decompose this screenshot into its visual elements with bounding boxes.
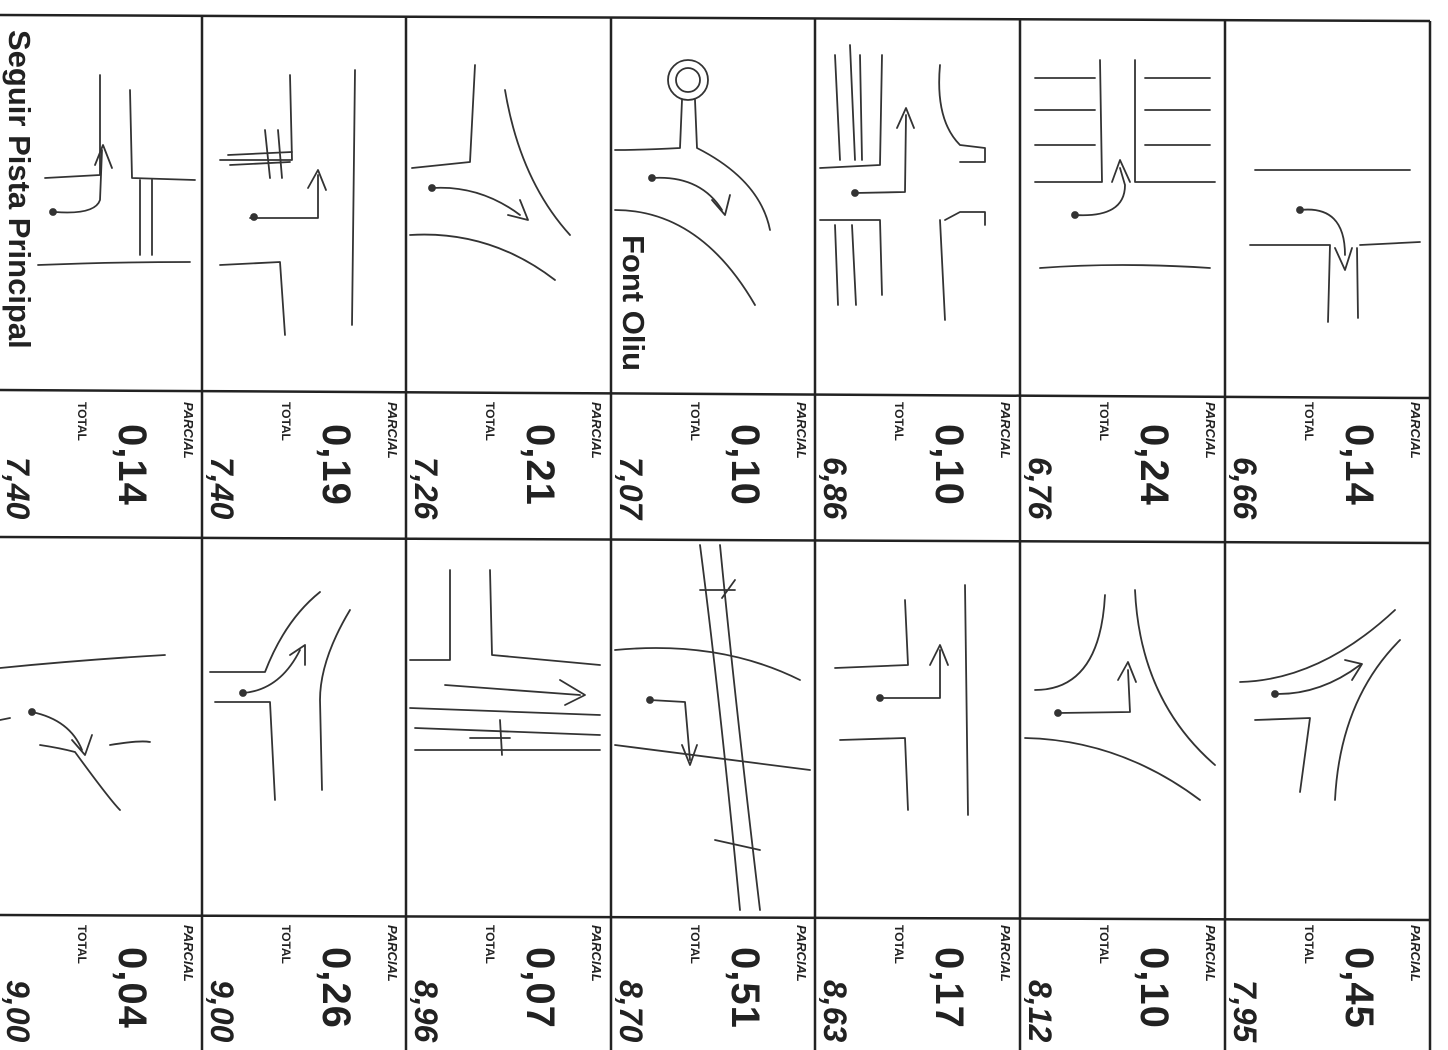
sketch-junction-6-top	[1035, 60, 1215, 268]
row-separator	[0, 537, 1430, 543]
frame-top-line	[0, 15, 1430, 21]
sketch-junction-2-top	[220, 70, 355, 335]
sketch-junction-7-top	[1250, 170, 1420, 322]
sketch-junction-5-top	[820, 45, 985, 320]
row-separator	[0, 390, 1430, 398]
sketch-junction-7-bottom	[1240, 610, 1400, 800]
sketch-junction-4-top	[615, 60, 770, 305]
sketch-junction-2-bottom	[210, 592, 350, 800]
sketch-junction-6-bottom	[1025, 590, 1215, 800]
sketch-junction-3-bottom	[410, 570, 600, 755]
sketch-junction-4-bottom	[615, 545, 810, 910]
sketch-junction-1-top	[38, 75, 195, 265]
sketch-junction-5-bottom	[835, 585, 968, 815]
row-separator	[0, 915, 1430, 920]
sketch-junction-1-bottom	[0, 655, 165, 810]
sketch-junction-3-top	[410, 65, 570, 280]
